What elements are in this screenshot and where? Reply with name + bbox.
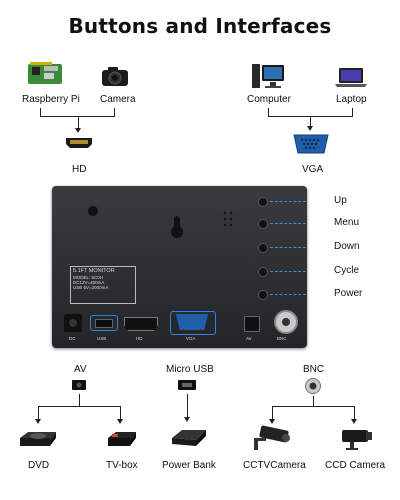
monitor-back-panel: 5.1FT MONITOR MODEL: 5C0H DC12V=400mA US… xyxy=(52,186,307,348)
dc-port xyxy=(64,314,82,332)
vga-port-highlight xyxy=(170,311,216,335)
camera-label: Camera xyxy=(100,94,136,105)
hd-label: HD xyxy=(72,164,87,175)
ccd-camera-icon xyxy=(336,426,376,452)
tvbox-label: TV-box xyxy=(106,460,138,471)
cctv-camera-icon xyxy=(250,424,294,452)
power-bank-label: Power Bank xyxy=(162,460,216,471)
label-up: Up xyxy=(334,195,347,206)
hdmi-icon xyxy=(64,136,94,150)
menu-button[interactable] xyxy=(258,219,268,229)
cctv-label: CCTVCamera xyxy=(243,460,306,471)
laptop-icon xyxy=(334,66,368,88)
down-button[interactable] xyxy=(258,243,268,253)
power-button[interactable] xyxy=(258,290,268,300)
dvd-player-icon xyxy=(18,428,58,450)
hd-port xyxy=(124,317,158,331)
bnc-plug-icon xyxy=(304,377,322,395)
vga-label: VGA xyxy=(302,164,324,175)
bnc-port xyxy=(274,310,298,334)
port-label-usb: USB xyxy=(97,336,107,341)
camera-icon xyxy=(100,64,130,88)
dvd-label: DVD xyxy=(28,460,50,471)
port-label-hd: HD xyxy=(136,336,143,341)
label-cycle: Cycle xyxy=(334,265,360,276)
screw-hole xyxy=(88,206,98,216)
page-title: Buttons and Interfaces xyxy=(68,14,332,38)
vga-icon xyxy=(292,132,330,156)
raspberry-pi-icon xyxy=(26,60,66,86)
label-down: Down xyxy=(334,241,360,252)
port-label-av: AV xyxy=(246,336,252,341)
av-label: AV xyxy=(74,364,87,375)
vga-port xyxy=(176,314,208,330)
laptop-label: Laptop xyxy=(336,94,367,105)
port-label-dc: DC xyxy=(69,336,76,341)
cycle-button[interactable] xyxy=(258,267,268,277)
label-power: Power xyxy=(334,288,363,299)
usb-port xyxy=(95,319,113,328)
micro-usb-label: Micro USB xyxy=(166,364,214,375)
usb-port-highlight xyxy=(90,315,118,331)
bnc-label: BNC xyxy=(303,364,325,375)
computer-label: Computer xyxy=(247,94,291,105)
label-menu: Menu xyxy=(334,217,360,228)
micro-usb-plug-icon xyxy=(176,378,198,392)
tv-box-icon xyxy=(104,428,138,450)
av-plug-icon xyxy=(70,378,88,392)
speaker-holes xyxy=(222,210,234,228)
computer-icon xyxy=(250,62,288,92)
port-label-vga: VGA xyxy=(186,336,196,341)
mount-hole-icon xyxy=(170,214,184,240)
av-port xyxy=(244,316,260,332)
port-label-bnc: BNC xyxy=(277,336,287,341)
ccd-label: CCD Camera xyxy=(325,460,386,471)
raspberry-pi-label: Raspberry Pi xyxy=(22,94,80,105)
spec-label: 5.1FT MONITOR MODEL: 5C0H DC12V=400mA US… xyxy=(70,266,136,304)
power-bank-icon xyxy=(168,426,208,450)
up-button[interactable] xyxy=(258,197,268,207)
